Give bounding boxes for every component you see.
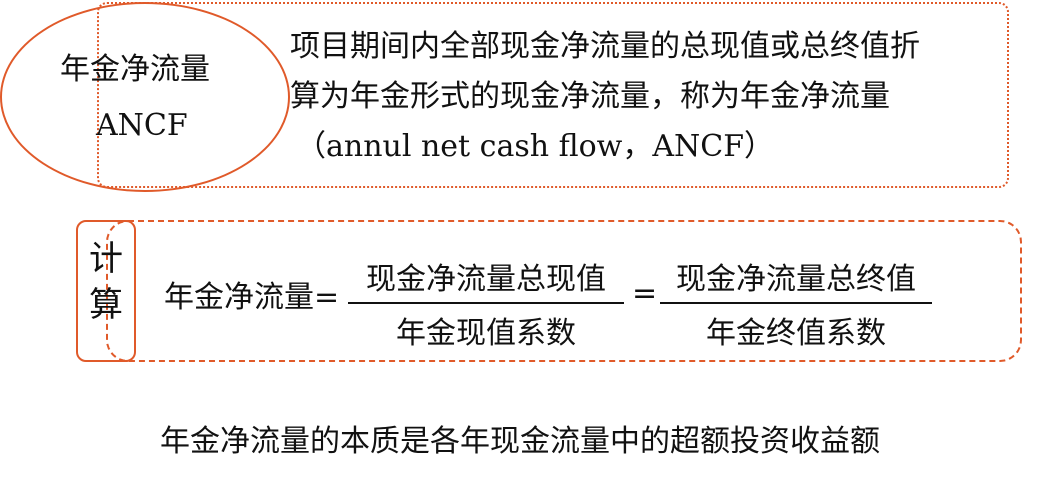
definition-line-3: （annul net cash flow，ANCF） [296, 129, 775, 164]
calculation-label: 计 算 [83, 236, 129, 328]
calculation-label-char-2: 算 [89, 285, 123, 325]
formula-equals: = [632, 276, 658, 311]
term-chinese: 年金净流量 [60, 52, 210, 87]
fraction-present-value: 现金净流量总现值 年金现值系数 [348, 254, 624, 352]
fraction-future-value-denominator: 年金终值系数 [706, 316, 886, 351]
term-ellipse [0, 2, 290, 192]
essence-statement: 年金净流量的本质是各年现金流量中的超额投资收益额 [160, 424, 880, 459]
definition-line-2: 算为年金形式的现金净流量，称为年金净流量 [290, 79, 890, 114]
definition-line-1: 项目期间内全部现金净流量的总现值或总终值折 [290, 29, 920, 64]
fraction-future-value: 现金净流量总终值 年金终值系数 [660, 254, 932, 352]
calculation-box [106, 220, 1022, 362]
definition-text: 项目期间内全部现金净流量的总现值或总终值折 算为年金形式的现金净流量，称为年金净… [290, 22, 1010, 172]
formula-lhs: 年金净流量= [164, 280, 340, 315]
fraction-present-value-numerator: 现金净流量总现值 [348, 254, 624, 304]
calculation-label-box [76, 220, 136, 362]
fraction-present-value-denominator: 年金现值系数 [396, 316, 576, 351]
fraction-future-value-numerator: 现金净流量总终值 [660, 254, 932, 304]
calculation-label-char-1: 计 [89, 239, 123, 279]
term-english: ANCF [96, 108, 188, 143]
